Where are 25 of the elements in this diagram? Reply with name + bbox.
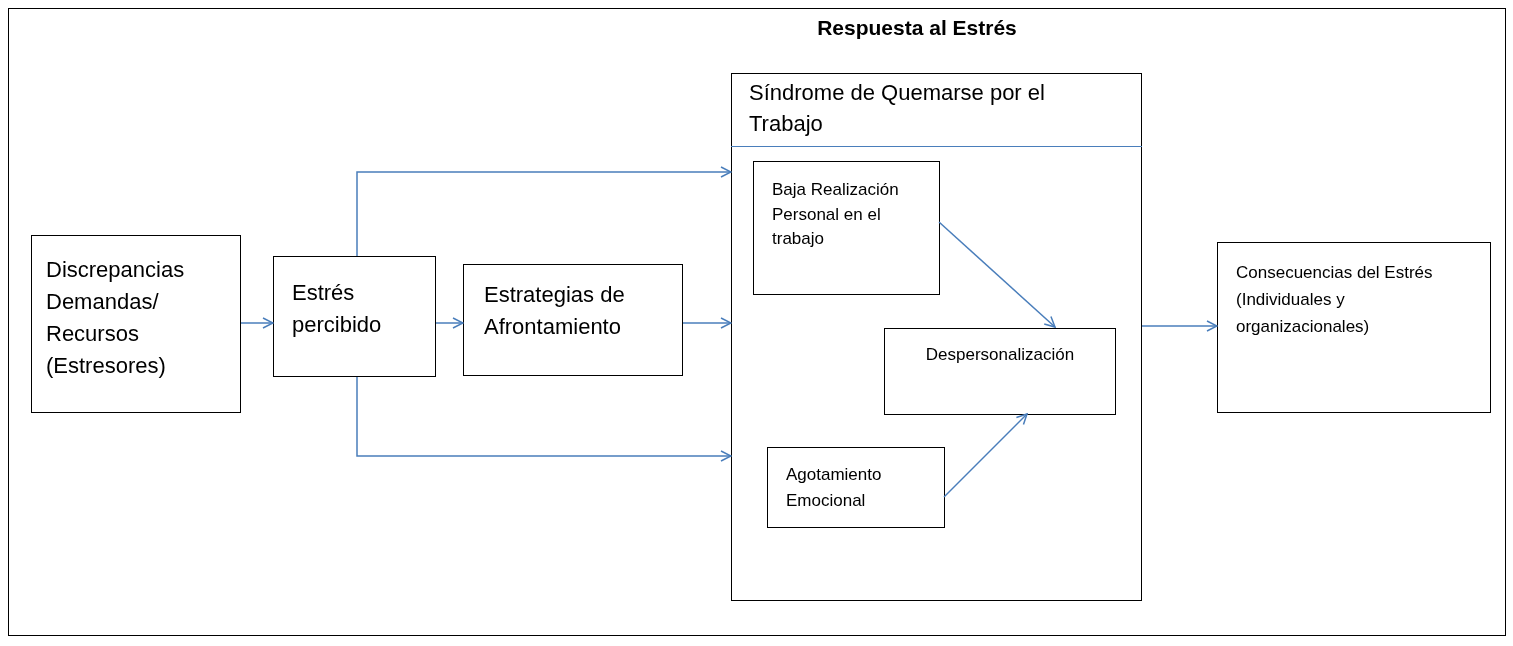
process-box [463, 264, 683, 376]
syndrome-box [731, 73, 1142, 601]
arrow [943, 413, 1028, 498]
arrow [356, 376, 732, 462]
arrow [435, 317, 464, 329]
box-label: Despersonalización [924, 344, 1076, 366]
box-label: Consecuencias del Estrés (Individuales y organizacionales) [1236, 262, 1434, 339]
stressor-box [31, 235, 241, 413]
arrow [240, 317, 274, 329]
arrow [1141, 320, 1218, 332]
box-label: Agotamiento Emocional [786, 464, 883, 512]
process-box [273, 256, 436, 377]
dimension-box [767, 447, 945, 528]
box-label: Baja Realización Personal en el trabajo [772, 179, 900, 251]
arrow [938, 221, 1056, 328]
box-label: Discrepancias Demandas/ Recursos (Estresores) [46, 256, 186, 380]
dimension-box [753, 161, 940, 295]
box-label: Estrés percibido [292, 279, 383, 339]
box-label: Síndrome de Quemarse por el Trabajo [731, 74, 1142, 147]
dimension-box [884, 328, 1116, 415]
outcome-box [1217, 242, 1491, 413]
arrow [682, 317, 732, 329]
arrow [356, 166, 732, 257]
diagram-title: Respuesta al Estrés [816, 16, 1018, 40]
box-label: Estrategias de Afrontamiento [484, 281, 626, 341]
